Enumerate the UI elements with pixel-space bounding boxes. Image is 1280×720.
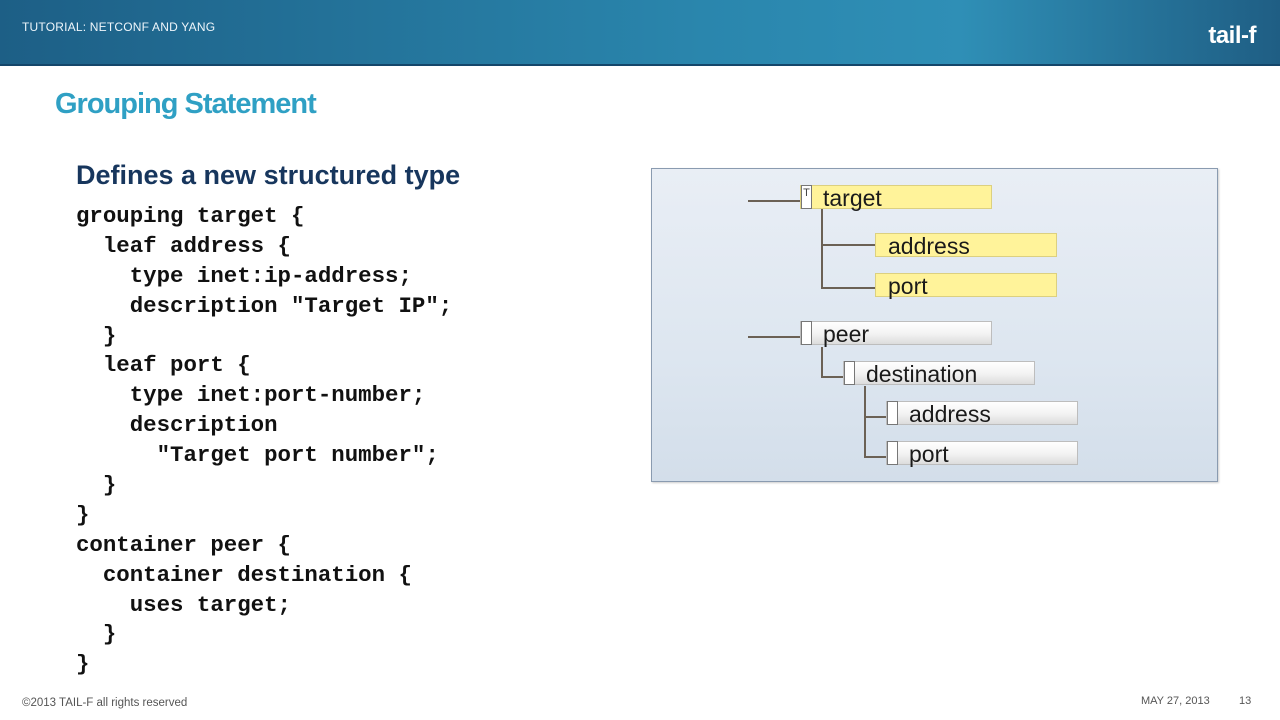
node-label: target bbox=[823, 185, 882, 211]
connector-line bbox=[864, 416, 887, 418]
page-number: 13 bbox=[1239, 695, 1252, 707]
schema-tree-diagram: T target address port peer destination a… bbox=[651, 168, 1218, 482]
tree-node-peer: peer bbox=[800, 321, 992, 347]
node-label: destination bbox=[866, 361, 978, 387]
code-line: "Target port number"; bbox=[76, 442, 439, 469]
tree-node-target: T target bbox=[800, 185, 992, 211]
connector-line bbox=[864, 456, 887, 458]
tree-node-destination-address: address bbox=[886, 401, 1078, 427]
copyright-text: ©2013 TAIL-F all rights reserved bbox=[22, 697, 188, 709]
yang-code-block: grouping target { leaf address { type in… bbox=[76, 202, 452, 680]
code-line: description "Target IP"; bbox=[76, 292, 453, 319]
tree-node-destination: destination bbox=[843, 361, 1035, 387]
header-bar: TUTORIAL: NETCONF AND YANG tail-f bbox=[0, 0, 1280, 66]
connector-line bbox=[821, 244, 875, 246]
bullet-heading: Defines a new structured type bbox=[76, 160, 461, 190]
code-line: } bbox=[76, 501, 90, 528]
code-line: description bbox=[76, 412, 278, 439]
code-line: container destination { bbox=[76, 561, 412, 588]
node-label: port bbox=[888, 273, 928, 299]
container-handle-icon bbox=[844, 361, 855, 385]
code-line: } bbox=[76, 472, 117, 499]
presentation-subtitle: TUTORIAL: NETCONF AND YANG bbox=[22, 20, 216, 34]
leaf-handle-icon bbox=[887, 401, 898, 425]
code-line: grouping target { bbox=[76, 203, 305, 229]
connector-line bbox=[821, 287, 875, 289]
tree-node-destination-port: port bbox=[886, 441, 1078, 467]
slide-title: Grouping Statement bbox=[55, 88, 317, 120]
connector-line bbox=[821, 347, 823, 377]
tree-node-target-address: address bbox=[875, 233, 1057, 259]
connector-line bbox=[864, 386, 866, 458]
grouping-marker-icon: T bbox=[801, 185, 812, 209]
leaf-handle-icon bbox=[887, 441, 898, 465]
node-label: port bbox=[909, 441, 949, 467]
code-line: type inet:port-number; bbox=[76, 382, 426, 409]
code-line: leaf port { bbox=[76, 352, 251, 379]
code-line: } bbox=[76, 651, 90, 678]
connector-line bbox=[821, 376, 844, 378]
tail-f-logo: tail-f bbox=[1208, 22, 1256, 49]
node-label: address bbox=[909, 401, 991, 427]
connector-line bbox=[821, 209, 823, 289]
connector-line bbox=[748, 200, 800, 202]
code-line: type inet:ip-address; bbox=[76, 262, 412, 289]
node-label: peer bbox=[823, 321, 870, 347]
code-line: } bbox=[76, 322, 117, 349]
code-line: uses target; bbox=[76, 591, 291, 618]
slide-date: MAY 27, 2013 bbox=[1141, 695, 1210, 707]
code-line: leaf address { bbox=[76, 232, 291, 259]
node-label: address bbox=[888, 233, 970, 259]
connector-line bbox=[748, 336, 800, 338]
container-handle-icon bbox=[801, 321, 812, 345]
tree-node-target-port: port bbox=[875, 273, 1057, 299]
code-line: container peer { bbox=[76, 531, 291, 558]
code-line: } bbox=[76, 621, 117, 648]
